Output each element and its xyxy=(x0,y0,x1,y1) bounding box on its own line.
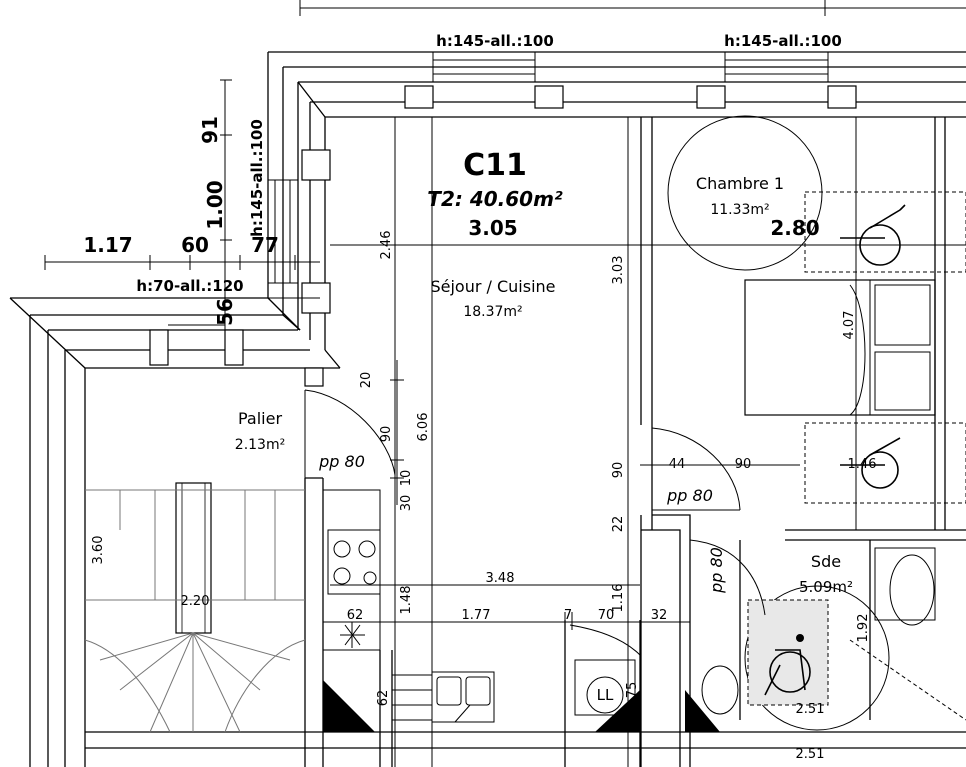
dim-77: 77 xyxy=(251,233,279,257)
dim-2-20: 2.20 xyxy=(181,594,210,609)
dim-1-77: 1.77 xyxy=(462,608,491,623)
dim-62-sink: 62 xyxy=(376,690,391,707)
bathroom-fixtures xyxy=(701,547,966,731)
dim-2-51-inner: 2.51 xyxy=(796,702,825,717)
room-name-chambre: Chambre 1 xyxy=(696,174,784,193)
dim-10: 10 xyxy=(399,470,414,487)
door-label-chambre: pp 80 xyxy=(666,486,713,505)
dim-44: 44 xyxy=(669,457,686,472)
dim-60: 60 xyxy=(181,233,209,257)
dim-3-60: 3.60 xyxy=(91,536,106,565)
dim-91: 91 xyxy=(198,116,222,144)
dim-1-48: 1.48 xyxy=(399,586,414,615)
dim-7: 7 xyxy=(564,608,572,623)
door-label-sde: pp 80 xyxy=(707,547,726,594)
dim-32: 32 xyxy=(651,608,668,623)
dim-20: 20 xyxy=(359,372,374,389)
interior-walls xyxy=(85,117,966,767)
dim-22: 22 xyxy=(611,516,626,533)
unit-type-area: T2: 40.60m² xyxy=(427,187,563,211)
dim-70: 70 xyxy=(598,608,615,623)
chambre-width: 2.80 xyxy=(770,216,819,240)
dim-2-46: 2.46 xyxy=(379,231,394,260)
dim-1-00: 1.00 xyxy=(203,180,227,229)
window-label-side: h:145-all.:100 xyxy=(248,119,266,237)
bedroom-furniture xyxy=(667,115,966,504)
room-area-chambre: 11.33m² xyxy=(710,202,769,218)
dim-90-chambre: 90 xyxy=(611,462,626,479)
room-name-sde: Sde xyxy=(811,552,841,571)
staircase xyxy=(84,482,306,733)
wheelchair-icon xyxy=(764,204,906,696)
dim-4-07: 4.07 xyxy=(842,311,857,340)
dim-56: 56 xyxy=(213,298,237,326)
window-label-top-left: h:145-all.:100 xyxy=(436,32,554,50)
room-name-sejour: Séjour / Cuisine xyxy=(430,277,555,296)
door-swings xyxy=(304,389,766,656)
kitchen-units xyxy=(322,489,720,732)
washing-machine-label: LL xyxy=(597,686,614,704)
door-label-palier: pp 80 xyxy=(318,452,365,471)
unit-code: C11 xyxy=(463,148,527,183)
room-area-palier: 2.13m² xyxy=(235,437,285,453)
room-name-palier: Palier xyxy=(238,409,282,428)
dim-1-46: 1.46 xyxy=(848,457,877,472)
dim-3-03: 3.03 xyxy=(611,256,626,285)
dimension-ticks xyxy=(44,79,629,630)
dim-1-16: 1.16 xyxy=(611,584,626,613)
dim-75: 75 xyxy=(625,682,640,699)
dim-90-palier: 90 xyxy=(379,426,394,443)
unit-width: 3.05 xyxy=(468,216,517,240)
dim-30: 30 xyxy=(399,495,414,512)
window-label-top-right: h:145-all.:100 xyxy=(724,32,842,50)
dim-1-17: 1.17 xyxy=(83,233,132,257)
dim-1-92: 1.92 xyxy=(856,614,871,643)
room-area-sde: 5.09m² xyxy=(799,578,853,596)
dim-2-51-outer: 2.51 xyxy=(796,747,825,762)
window-label-palier: h:70-all.:120 xyxy=(136,277,243,295)
room-area-sejour: 18.37m² xyxy=(463,304,522,320)
dim-3-48: 3.48 xyxy=(486,571,515,586)
dim-6-06: 6.06 xyxy=(416,413,431,442)
reference-lines xyxy=(45,117,966,767)
window-frames xyxy=(149,52,857,387)
dim-62-kitchen: 62 xyxy=(347,608,364,623)
dim-90-door: 90 xyxy=(735,457,752,472)
